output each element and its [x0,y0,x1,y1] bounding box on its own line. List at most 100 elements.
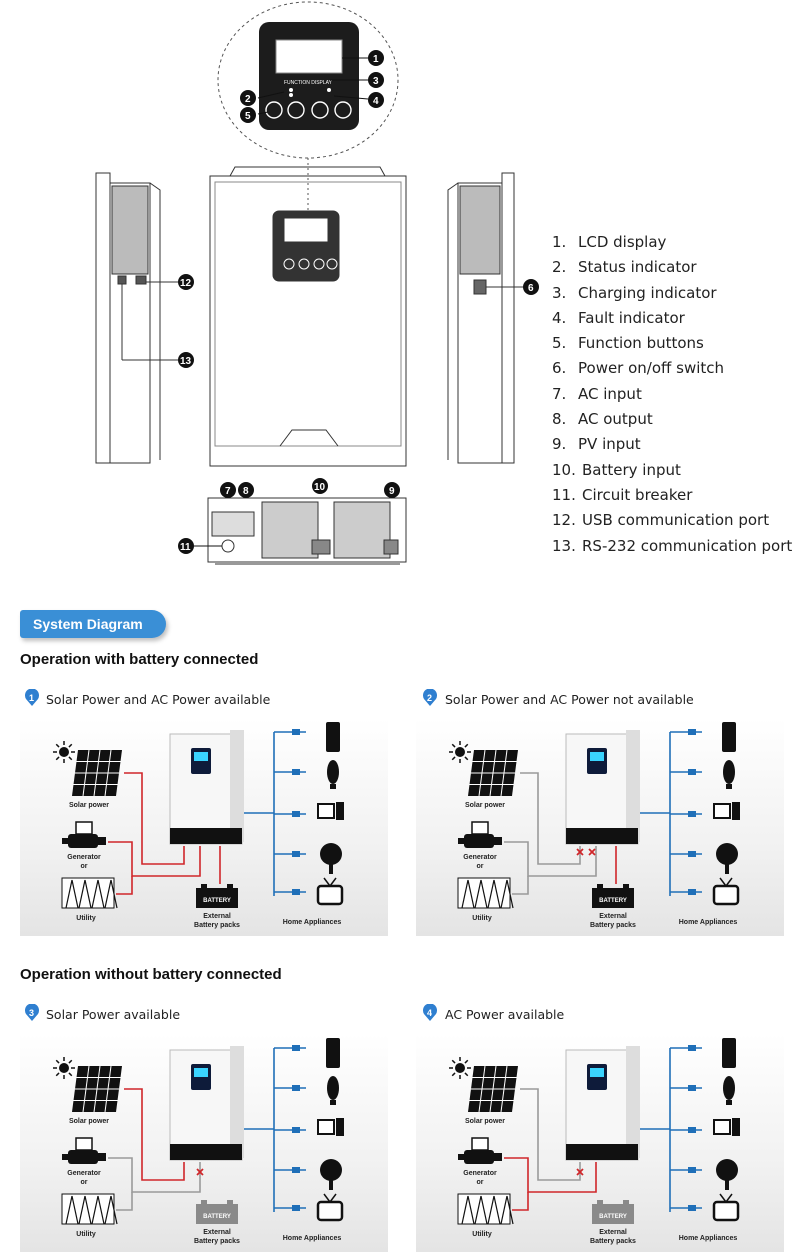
utility-icon [61,1193,118,1225]
plug-icon [292,729,300,735]
callout-5: 5 [240,107,256,123]
x-mark [588,848,596,856]
tv-icon [712,877,740,906]
heading-without-battery: Operation without battery connected [20,966,282,983]
legend-item: 7.AC input [552,384,642,403]
legend-item: 2.Status indicator [552,258,697,277]
generator-line [108,841,201,877]
plug-icon [688,769,696,775]
or-label: or [81,863,88,870]
solar-panel-icon [468,1065,518,1113]
generator-label: Generator [67,1170,101,1177]
callout-3: 3 [368,72,384,88]
svg-text:3: 3 [29,1008,34,1018]
callout-2: 2 [240,90,256,106]
legend-item: 5.Function buttons [552,334,704,353]
home-label: Home Appliances [283,919,342,926]
external-label: External [599,1229,627,1236]
utility-icon [61,877,118,909]
solar-panel-icon [72,749,122,797]
callout-1: 1 [368,50,384,66]
battery-icon [196,884,238,908]
scenario-title-4: AC Power available [445,1007,565,1022]
fridge-icon [326,722,340,752]
callout-13: 13 [178,352,194,368]
computer-icon [317,802,344,820]
front-view [209,166,407,467]
callout-8: 8 [238,482,254,498]
plug-icon [688,1085,696,1091]
bulb-icon [723,1076,735,1105]
svg-text:1: 1 [373,54,379,65]
plug-icon [688,1205,696,1211]
callout-7: 7 [220,482,236,498]
generator-line [504,841,597,877]
battery-label: BATTERY [599,898,627,904]
scenario-title-2: Solar Power and AC Power not available [445,692,694,707]
inverter-icon [565,730,640,845]
svg-text:4: 4 [373,96,379,107]
fan-icon [716,843,738,874]
fan-icon [320,843,342,874]
diagram-2: Solar powerGeneratororUtilityBATTERYExte… [449,722,740,929]
utility-line [512,1192,529,1211]
utility-label: Utility [76,915,96,922]
pin-icon-4: 4 [423,1004,437,1021]
external-label: External [203,1229,231,1236]
fridge-icon [722,722,736,752]
plug-icon [292,811,300,817]
fan-icon [320,1159,342,1190]
battery-icon [592,884,634,908]
solar-panel-icon [72,1065,122,1113]
sun-icon [53,741,75,763]
legend-item: 13.RS-232 communication port [552,536,793,555]
battery-packs-label: Battery packs [590,922,636,929]
svg-text:6: 6 [528,283,534,294]
solar-label: Solar power [465,1118,505,1125]
computer-icon [713,1118,740,1136]
pin-icon-1: 1 [25,689,39,706]
svg-text:FUNCTION DISPLAY: FUNCTION DISPLAY [284,80,333,86]
pin-icon-2: 2 [423,689,437,706]
computer-icon [713,802,740,820]
inverter-icon [169,1046,244,1161]
inverter-icon [169,730,244,845]
tv-icon [316,877,344,906]
plug-icon [688,851,696,857]
callout-12: 12 [178,274,194,290]
external-label: External [599,913,627,920]
plug-icon [292,1085,300,1091]
sun-icon [449,741,471,763]
svg-text:12: 12 [180,278,192,289]
plug-icon [688,1127,696,1133]
battery-icon [196,1200,238,1224]
svg-text:9: 9 [389,486,395,497]
sun-icon [449,1057,471,1079]
x-mark [576,1168,584,1176]
pin-icon-3: 3 [25,1004,39,1021]
utility-line [116,1192,133,1211]
plug-icon [292,889,300,895]
solar-panel-icon [468,749,518,797]
solar-line [124,1088,185,1181]
computer-icon [317,1118,344,1136]
battery-packs-label: Battery packs [590,1238,636,1245]
svg-text:2: 2 [245,94,251,105]
inverter-icon [565,1046,640,1161]
legend-item: 6.Power on/off switch [552,359,725,378]
svg-text:3: 3 [373,76,379,87]
or-label: or [477,863,484,870]
legend-item: 9.PV input [552,435,641,454]
diagram-1: Solar powerGeneratororUtilityBATTERYExte… [53,722,344,929]
fan-icon [716,1159,738,1190]
generator-label: Generator [67,854,101,861]
or-label: or [477,1179,484,1186]
svg-text:7: 7 [225,486,231,497]
scenario-title-3: Solar Power available [46,1007,181,1022]
bulb-icon [327,1076,339,1105]
legend-item: 11.Circuit breaker [552,485,693,504]
bulb-icon [327,760,339,789]
plug-icon [292,1127,300,1133]
diagram-4: Solar powerGeneratororUtilityBATTERYExte… [449,1038,740,1245]
